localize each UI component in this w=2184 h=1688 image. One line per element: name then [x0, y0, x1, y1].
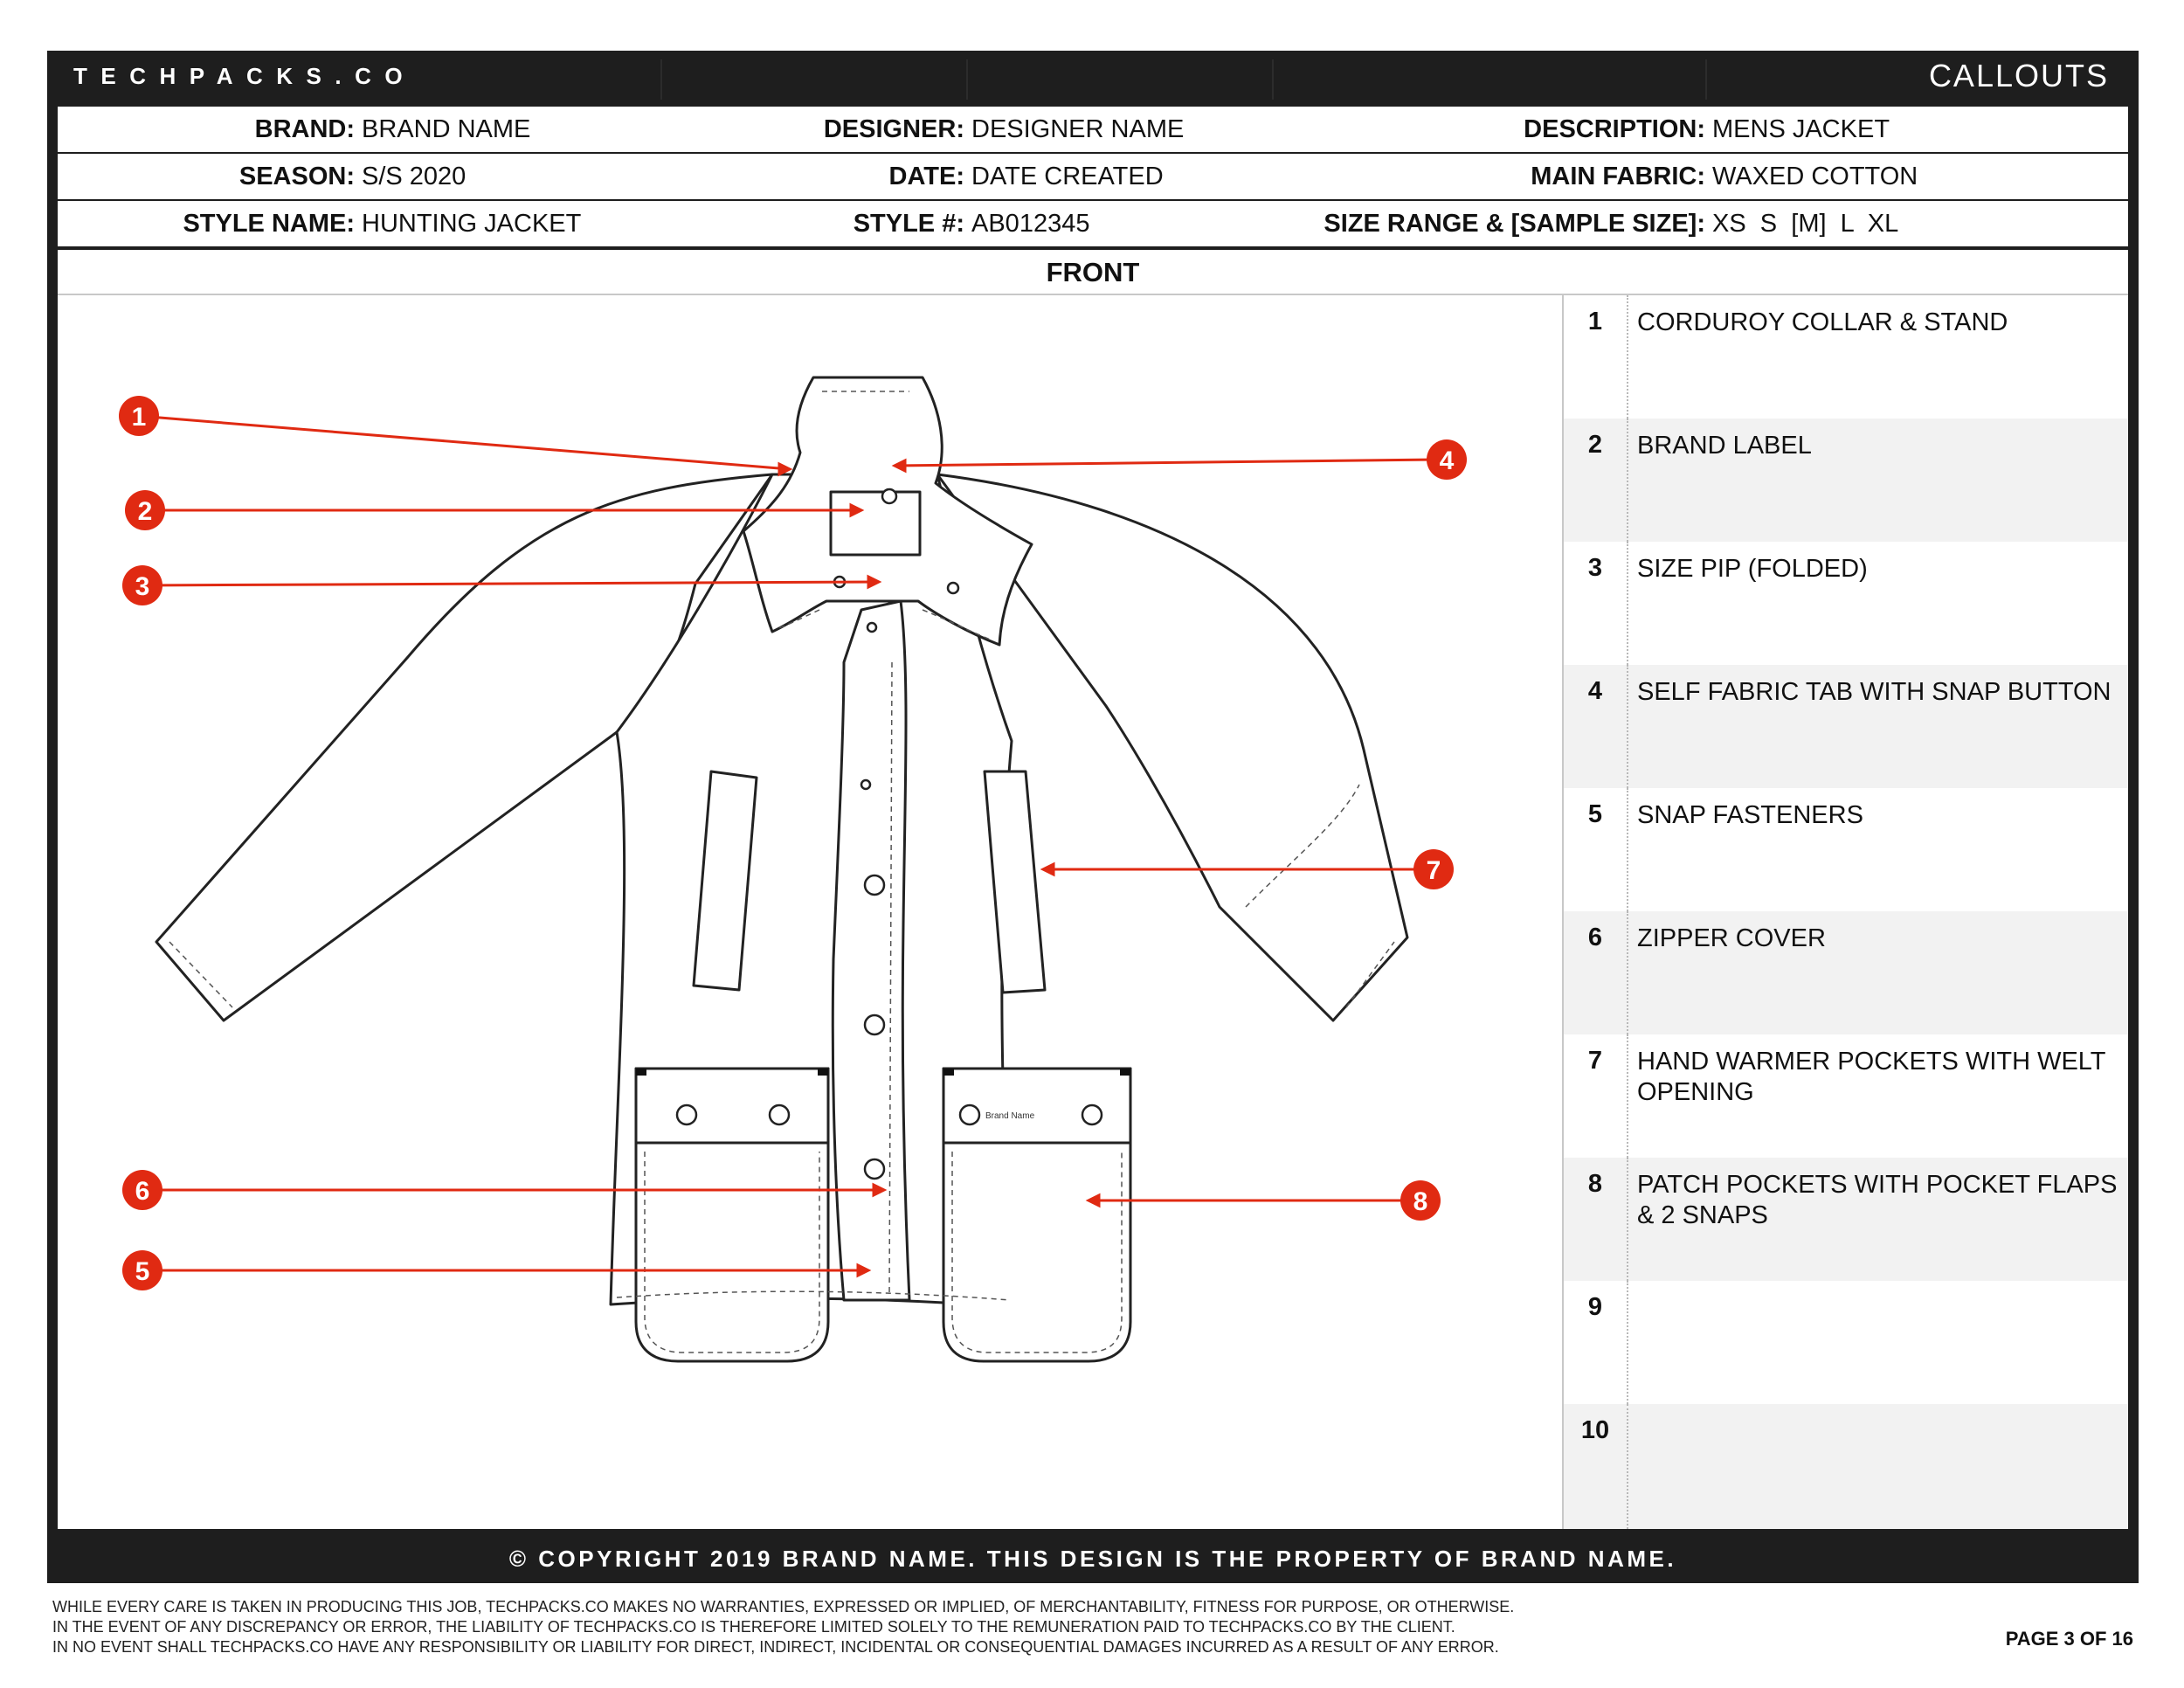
svg-text:1: 1	[132, 403, 147, 432]
callout-description: CORDUROY COLLAR & STAND	[1637, 308, 2008, 336]
callout-description: SNAP FASTENERS	[1637, 801, 1863, 829]
callout-number: 4	[1587, 677, 1603, 705]
callout-row: 10	[1564, 1404, 2128, 1529]
title-bar: TECHPACKS.CO CALLOUTS	[47, 51, 2139, 103]
pocket-brand-text: Brand Name	[985, 1111, 1035, 1121]
callout-number: 7	[1587, 1047, 1603, 1075]
svg-text:8: 8	[1413, 1187, 1428, 1216]
company-logo: TECHPACKS.CO	[73, 63, 417, 89]
callout-number: 3	[1587, 554, 1603, 582]
brand-label-patch	[829, 490, 922, 557]
callout-marker-2: 2	[125, 490, 165, 530]
disclaimer: WHILE EVERY CARE IS TAKEN IN PRODUCING T…	[52, 1597, 1514, 1657]
brand-value: BRAND NAME	[362, 115, 531, 143]
callout-row: 5 SNAP FASTENERS	[1564, 788, 2128, 911]
callout-row: 6 ZIPPER COVER	[1564, 911, 2128, 1034]
callout-description: SIZE PIP (FOLDED)	[1637, 555, 1868, 583]
style-number-label: STYLE #:	[853, 210, 964, 238]
callout-marker-8: 8	[1400, 1180, 1441, 1221]
callout-number: 5	[1587, 800, 1603, 828]
callout-number: 8	[1587, 1170, 1603, 1198]
svg-text:3: 3	[135, 572, 150, 601]
main-fabric-label: MAIN FABRIC:	[1531, 163, 1705, 190]
right-sleeve	[936, 473, 1409, 1022]
callout-marker-1: 1	[119, 396, 159, 436]
date-value: DATE CREATED	[971, 163, 1164, 190]
callout-row: 2 BRAND LABEL	[1564, 419, 2128, 542]
left-pocket-flap	[634, 1067, 830, 1145]
callout-number: 2	[1587, 431, 1603, 459]
section-title: CALLOUTS	[1928, 58, 2109, 93]
callout-description: ZIPPER COVER	[1637, 924, 1826, 952]
title-bar-divider	[660, 59, 662, 100]
callout-marker-3: 3	[122, 565, 162, 605]
disclaimer-line: IN THE EVENT OF ANY DISCREPANCY OR ERROR…	[52, 1618, 1455, 1636]
svg-text:5: 5	[135, 1257, 150, 1286]
season-value: S/S 2020	[362, 163, 467, 190]
main-fabric-value: WAXED COTTON	[1712, 163, 1918, 190]
title-bar-divider	[1705, 59, 1707, 100]
designer-label: DESIGNER:	[823, 115, 964, 143]
callout-description: BRAND LABEL	[1637, 432, 1812, 460]
callout-row: 9	[1564, 1281, 2128, 1404]
info-row-style: STYLE NAME: HUNTING JACKET STYLE #: AB01…	[58, 201, 2128, 246]
info-row-brand: BRAND: BRAND NAME DESIGNER: DESIGNER NAM…	[58, 107, 2128, 152]
style-number-value: AB012345	[971, 210, 1090, 238]
callout-description: PATCH POCKETS WITH POCKET FLAPS & 2 SNAP…	[1637, 1171, 2118, 1229]
callout-number: 9	[1587, 1293, 1603, 1321]
svg-text:7: 7	[1427, 856, 1441, 885]
description-value: MENS JACKET	[1712, 115, 1890, 143]
page-number: PAGE 3 OF 16	[2005, 1628, 2133, 1650]
callout-row: 8 PATCH POCKETS WITH POCKET FLAPS & 2 SNA…	[1564, 1158, 2128, 1281]
jacket-flat-sketch: Brand Name 1 2 3 4 7 6 8 5	[119, 376, 1467, 1363]
disclaimer-line: IN NO EVENT SHALL TECHPACKS.CO HAVE ANY …	[52, 1638, 1499, 1656]
svg-text:2: 2	[138, 497, 153, 526]
description-label: DESCRIPTION:	[1524, 115, 1705, 143]
callout-row: 7 HAND WARMER POCKETS WITH WELT OPENING	[1564, 1034, 2128, 1158]
front-view-panel: FRONT	[58, 250, 2128, 1529]
callout-row: 3 SIZE PIP (FOLDED)	[1564, 542, 2128, 665]
callout-marker-5: 5	[122, 1250, 162, 1290]
callout-marker-4: 4	[1427, 439, 1467, 480]
svg-text:6: 6	[135, 1177, 150, 1206]
callout-number: 1	[1587, 308, 1603, 336]
style-name-label: STYLE NAME:	[183, 210, 355, 238]
view-title: FRONT	[58, 250, 2128, 295]
callout-number: 10	[1580, 1416, 1610, 1444]
callout-row: 4 SELF FABRIC TAB WITH SNAP BUTTON	[1564, 665, 2128, 788]
right-welt-pocket	[983, 770, 1047, 994]
brand-label: BRAND:	[254, 115, 355, 143]
title-bar-divider	[966, 59, 968, 100]
svg-text:4: 4	[1440, 446, 1455, 475]
season-label: SEASON:	[238, 163, 355, 190]
designer-value: DESIGNER NAME	[971, 115, 1185, 143]
size-range-label: SIZE RANGE & [SAMPLE SIZE]:	[1324, 210, 1705, 238]
callout-number: 6	[1587, 924, 1603, 951]
size-range-value: XS S [M] L XL	[1712, 210, 1899, 238]
disclaimer-line: WHILE EVERY CARE IS TAKEN IN PRODUCING T…	[52, 1598, 1515, 1615]
title-bar-divider	[1272, 59, 1274, 100]
front-placket	[831, 599, 911, 1302]
style-name-value: HUNTING JACKET	[362, 210, 582, 238]
callout-description: HAND WARMER POCKETS WITH WELT OPENING	[1637, 1048, 2105, 1106]
date-label: DATE:	[888, 163, 964, 190]
callout-marker-6: 6	[122, 1170, 162, 1210]
callout-description: SELF FABRIC TAB WITH SNAP BUTTON	[1637, 678, 2111, 706]
callout-row: 1 CORDUROY COLLAR & STAND	[1564, 295, 2128, 419]
tech-pack-sheet: TECHPACKS.CO CALLOUTS BRAND: BRAND NAME …	[47, 51, 2139, 1583]
copyright-notice: © COPYRIGHT 2019 BRAND NAME. THIS DESIGN…	[508, 1546, 1677, 1572]
info-row-season: SEASON: S/S 2020 DATE: DATE CREATED MAIN…	[58, 154, 2128, 199]
callout-marker-7: 7	[1413, 849, 1454, 889]
left-welt-pocket	[692, 770, 758, 992]
